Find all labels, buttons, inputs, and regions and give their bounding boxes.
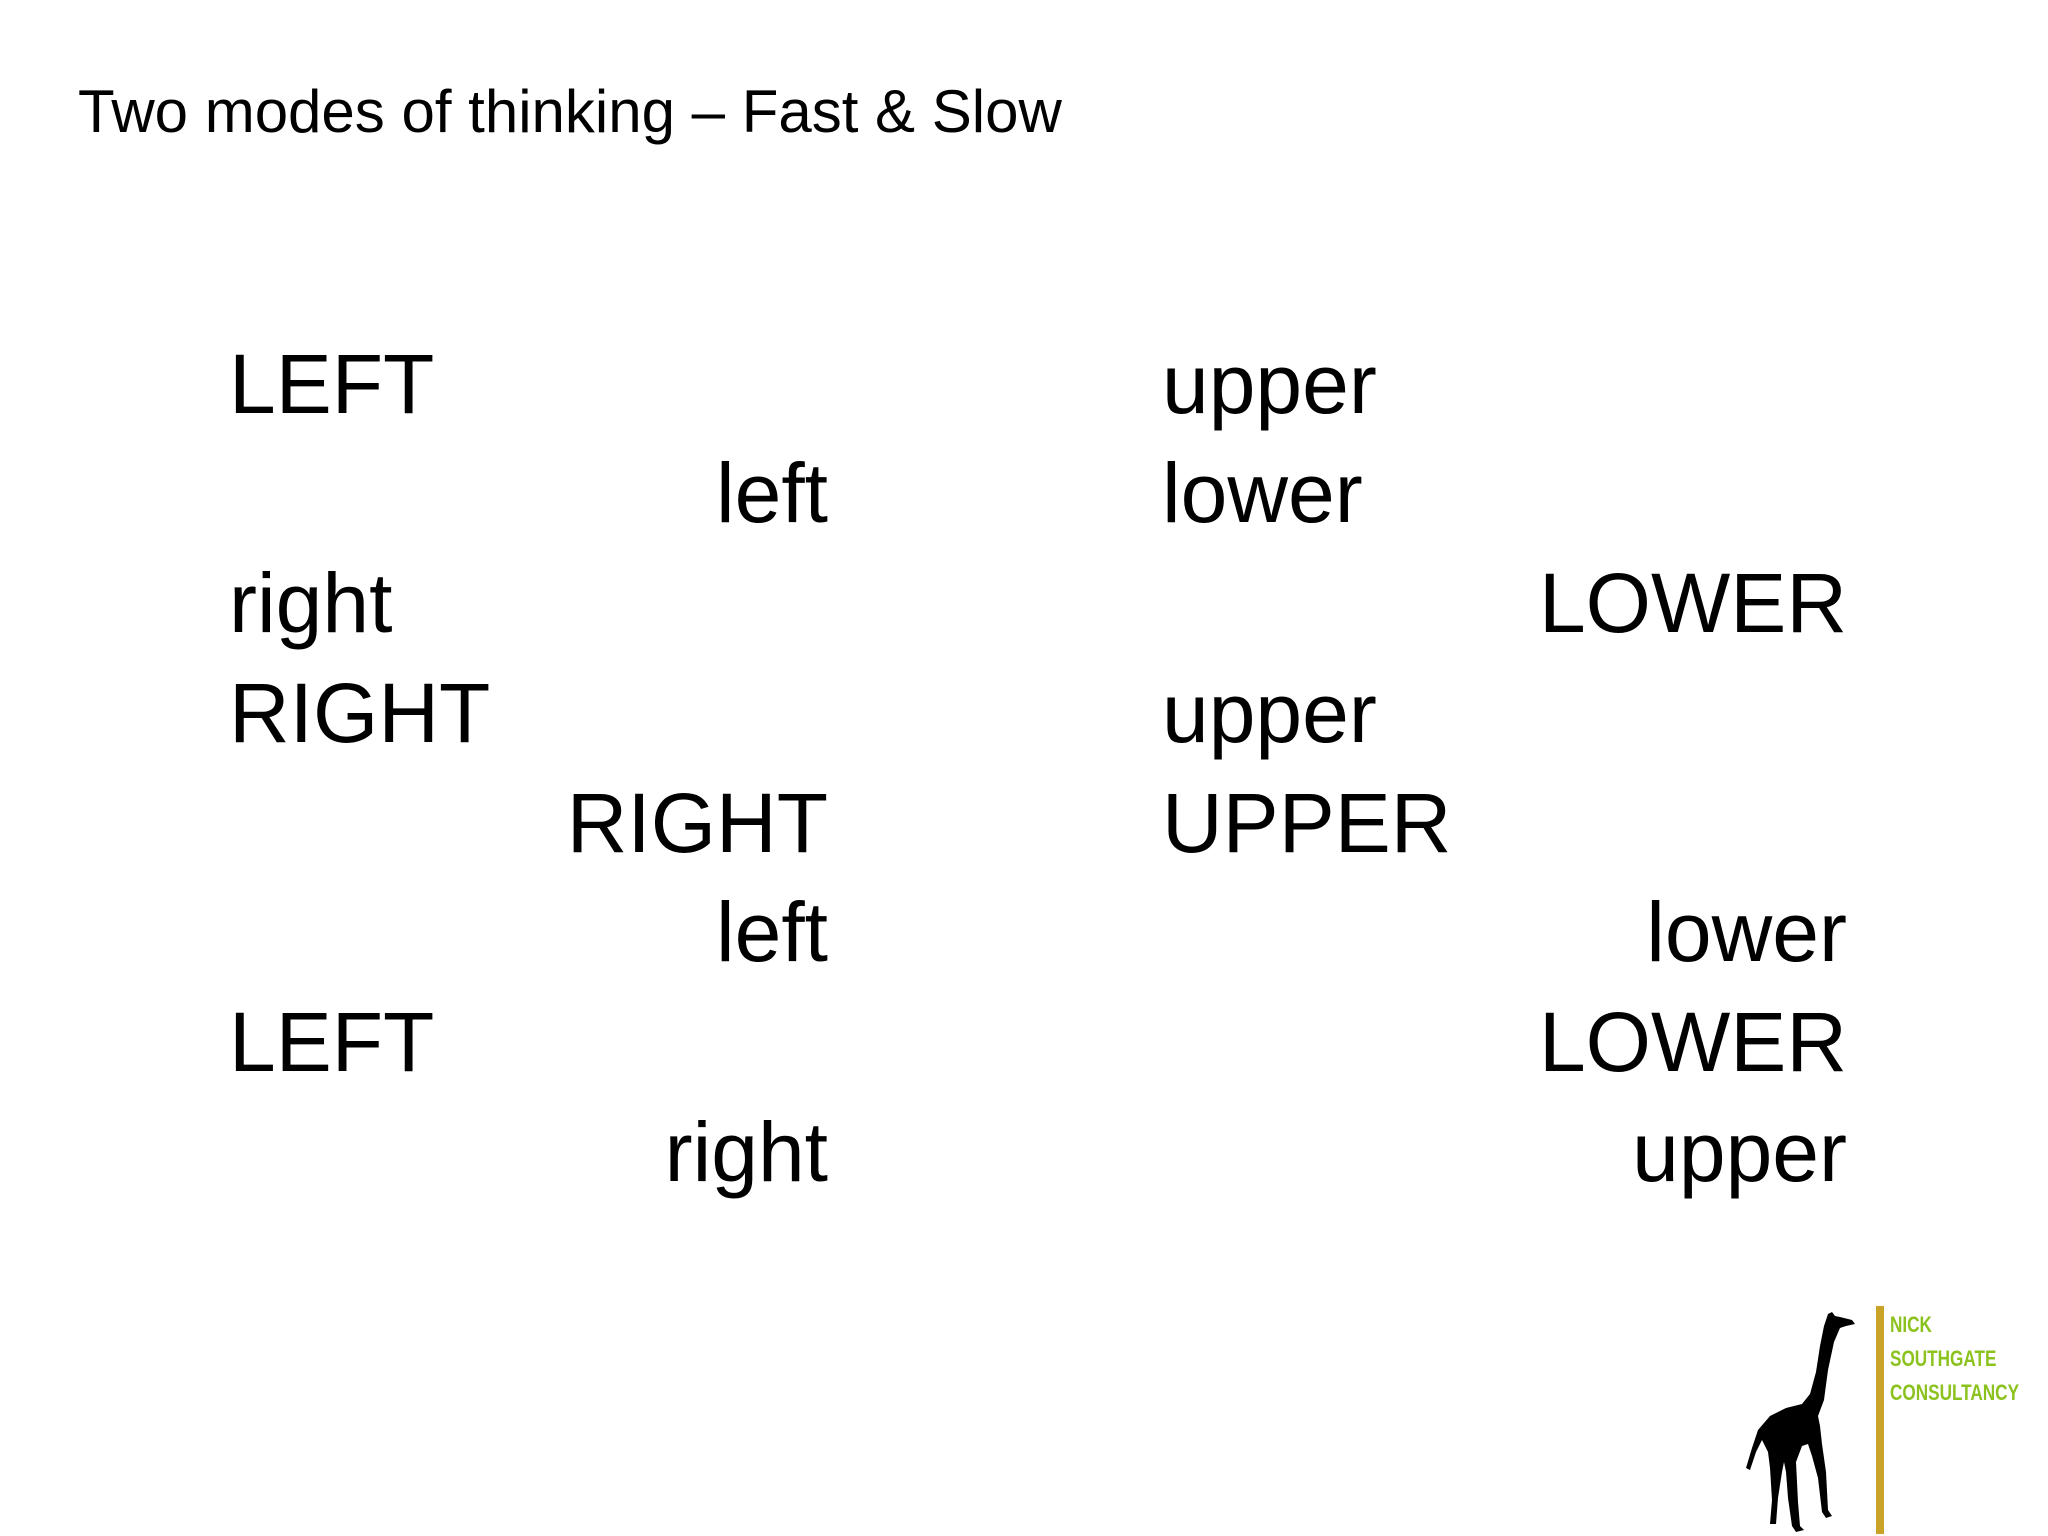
- logo-divider-bar: [1876, 1306, 1884, 1534]
- giraffe-icon: [1746, 1312, 1855, 1532]
- word-left-6: left: [715, 885, 828, 979]
- word-right-1: upper: [1162, 337, 1377, 431]
- word-left-8: right: [664, 1105, 828, 1199]
- logo-text-line1: NICK: [1890, 1312, 1932, 1337]
- word-left-4: RIGHT: [229, 666, 491, 760]
- word-right-4: upper: [1162, 666, 1377, 760]
- word-left-1: LEFT: [229, 337, 435, 431]
- slide-title: Two modes of thinking – Fast & Slow: [78, 78, 1062, 145]
- word-left-3: right: [229, 556, 393, 650]
- word-right-5: UPPER: [1162, 776, 1452, 870]
- word-right-6: lower: [1646, 885, 1847, 979]
- word-right-2: lower: [1162, 446, 1363, 540]
- word-left-7: LEFT: [229, 995, 435, 1089]
- word-left-5: RIGHT: [566, 776, 828, 870]
- word-right-8: upper: [1632, 1105, 1847, 1199]
- word-left-2: left: [715, 446, 828, 540]
- company-logo: NICK SOUTHGATE CONSULTANCY: [1740, 1300, 2040, 1536]
- word-right-3: LOWER: [1538, 556, 1847, 650]
- word-right-7: LOWER: [1538, 995, 1847, 1089]
- logo-text-line3: CONSULTANCY: [1890, 1380, 2020, 1405]
- logo-text-line2: SOUTHGATE: [1890, 1346, 1997, 1371]
